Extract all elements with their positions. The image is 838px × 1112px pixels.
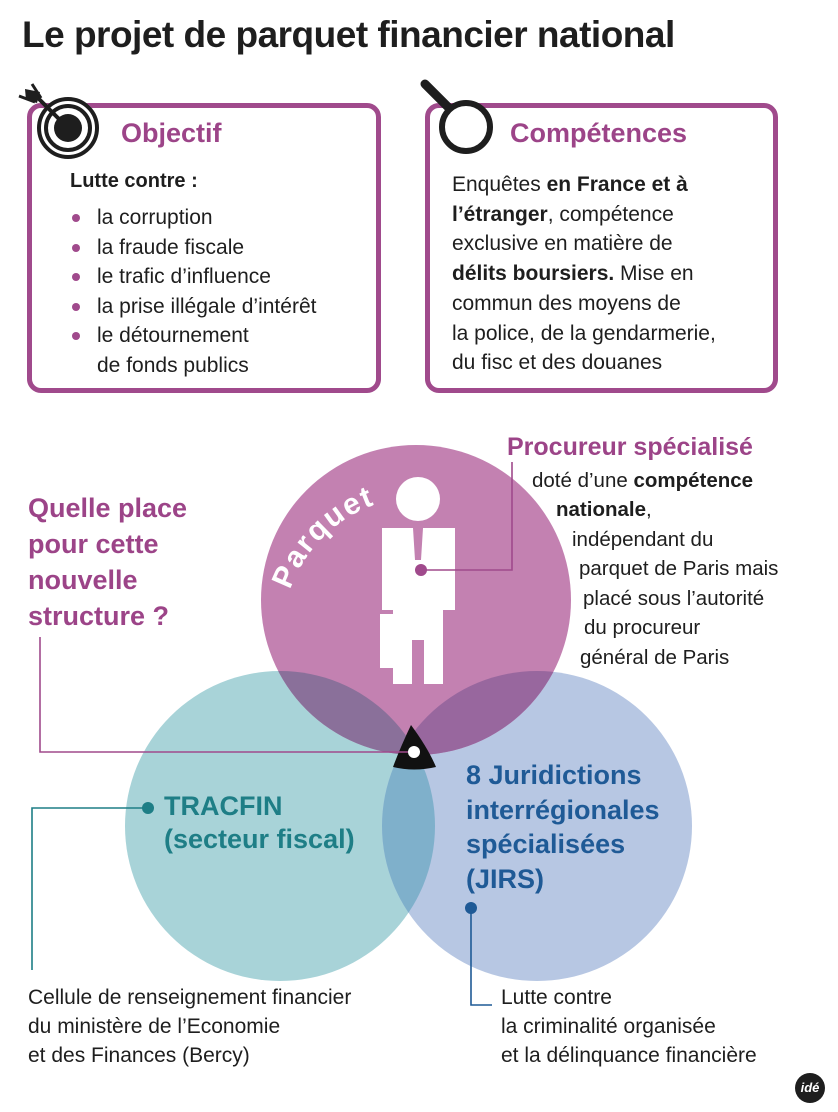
list-item: le trafic d’influence: [70, 262, 316, 292]
text-bold: en France et à: [546, 173, 688, 196]
text: exclusive en matière de: [452, 232, 673, 256]
procureur-line: nationale,: [556, 495, 652, 525]
text: ,: [646, 498, 652, 521]
competences-title: Compétences: [510, 118, 688, 148]
text: commun des moyens de: [452, 291, 681, 315]
list-item: le détournement: [70, 321, 316, 351]
list-item: la fraude fiscale: [70, 233, 316, 263]
jirs-description: Lutte contre la criminalité organisée et…: [501, 983, 757, 1070]
text: (JIRS): [466, 863, 545, 894]
page-title: Le projet de parquet financier national: [22, 14, 675, 55]
text: spécialisées: [466, 829, 626, 859]
procureur-line: placé sous l’autorité: [583, 587, 765, 610]
procureur-line: général de Paris: [580, 646, 730, 669]
text: la police, de la gendarmerie,: [452, 321, 716, 345]
question-connector: [39, 637, 408, 753]
procureur-line: indépendant du: [572, 528, 714, 551]
text: Mise en: [614, 262, 694, 286]
question-text: Quelle place pour cette nouvelle structu…: [28, 490, 187, 634]
tracfin-connector: [31, 807, 148, 970]
text: structure ?: [28, 601, 170, 631]
magnifier-icon: [420, 79, 493, 154]
text: pour cette: [28, 529, 159, 559]
procureur-line: du procureur: [584, 616, 701, 639]
competences-box: Compétences Enquêtes en France et à l’ét…: [425, 103, 778, 393]
text: du fisc et des douanes: [452, 351, 663, 375]
text: Lutte contre: [501, 986, 612, 1009]
objectif-list: la corruption la fraude fiscale le trafi…: [70, 203, 316, 380]
objectif-title: Objectif: [121, 118, 222, 148]
text: TRACFIN: [164, 791, 283, 821]
text: Enquêtes: [452, 173, 547, 196]
text-bold: compétence: [633, 469, 754, 492]
text: du ministère de l’Economie: [28, 1015, 281, 1038]
target-icon: [18, 83, 99, 159]
parquet-jirs-overlap: [382, 671, 571, 755]
objectif-intro: Lutte contre :: [70, 170, 198, 192]
tracfin-dot: [142, 802, 154, 814]
text: la criminalité organisée: [501, 1015, 716, 1038]
text-bold: nationale: [556, 498, 646, 521]
text: Cellule de renseignement financier: [28, 986, 352, 1009]
text: et la délinquance financière: [501, 1044, 757, 1067]
ide-logo: idé: [795, 1073, 825, 1103]
text-bold: délits boursiers.: [452, 262, 615, 286]
competences-text: Enquêtes en France et à l’étranger, comp…: [452, 170, 772, 378]
text: doté d’une: [532, 469, 634, 492]
text: (secteur fiscal): [164, 824, 355, 854]
tracfin-circle: [125, 671, 435, 981]
text: interrégionales: [466, 794, 660, 825]
text: et des Finances (Bercy): [28, 1044, 250, 1067]
procureur-dot: [415, 564, 427, 576]
procureur-title: Procureur spécialisé: [507, 433, 753, 461]
text: Quelle place: [28, 493, 188, 523]
tracfin-description: Cellule de renseignement financier du mi…: [28, 983, 351, 1070]
text: , compétence: [547, 202, 674, 226]
jirs-connector: [470, 908, 492, 1006]
jirs-dot: [465, 902, 477, 914]
tracfin-label: TRACFIN (secteur fiscal): [164, 790, 355, 856]
list-item-continuation: de fonds publics: [97, 353, 249, 377]
jirs-label: 8 Juridictions interrégionales spécialis…: [466, 758, 660, 896]
text-bold: l’étranger: [452, 202, 548, 226]
list-item: la corruption: [70, 203, 316, 233]
list-item: la prise illégale d’intérêt: [70, 292, 316, 322]
person-icon: [380, 477, 455, 684]
procureur-connector: [421, 462, 513, 571]
procureur-line: doté d’une compétence: [532, 466, 753, 496]
text: 8 Juridictions: [466, 760, 642, 790]
text: nouvelle: [28, 565, 138, 595]
procureur-line: parquet de Paris mais: [579, 557, 779, 580]
center-dot: [408, 746, 420, 758]
